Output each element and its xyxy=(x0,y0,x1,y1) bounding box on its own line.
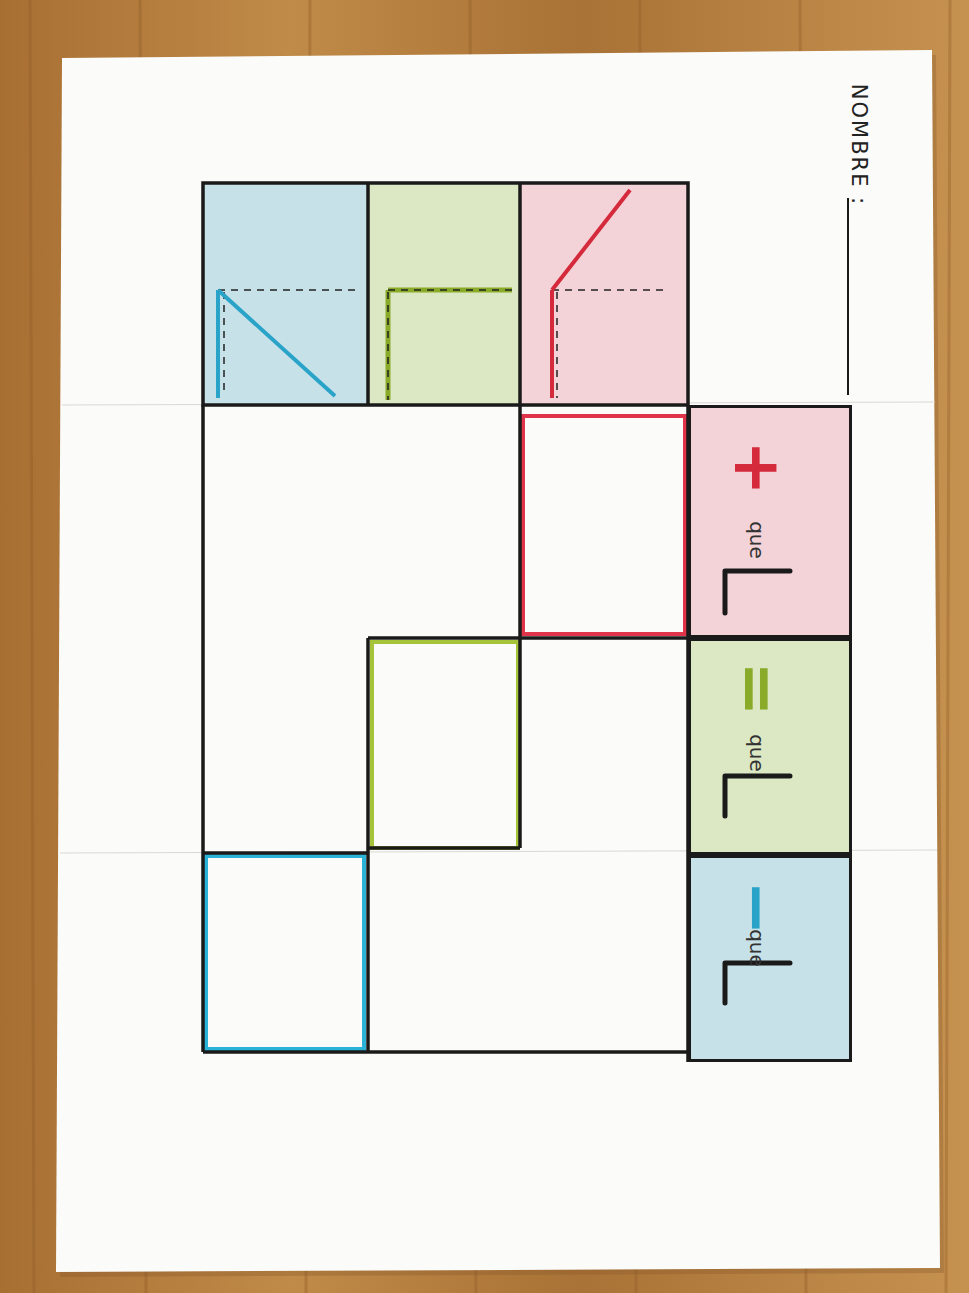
acute-cell xyxy=(203,183,368,405)
angle-rule-cell: −que xyxy=(688,855,852,1062)
acute-box xyxy=(206,856,364,1049)
right-angle-mark xyxy=(725,776,790,816)
wood-grain xyxy=(30,0,950,1293)
comparison-symbol: − xyxy=(724,880,790,935)
acute-angle xyxy=(218,290,360,398)
comparison-symbol: = xyxy=(724,661,790,716)
comparison-word: que xyxy=(747,734,767,772)
grid-line xyxy=(203,183,688,1062)
obtuse-box xyxy=(523,416,685,634)
angle-rule-cell: = que xyxy=(688,638,852,855)
obtuse-angle xyxy=(552,190,665,398)
angle-rule-cell: + que xyxy=(688,405,852,638)
name-field: NOMBRE : xyxy=(848,84,869,206)
right-box xyxy=(372,642,518,848)
comparison-word: que xyxy=(747,929,767,967)
right-angle-mark xyxy=(725,571,790,613)
paper-sheet xyxy=(56,50,940,1272)
right-angle-mark xyxy=(725,963,790,1003)
right-angle-mark xyxy=(688,405,852,638)
name-line xyxy=(847,198,849,395)
right-cell xyxy=(368,183,520,405)
obtuse-cell xyxy=(520,183,688,405)
comparison-word: que xyxy=(747,521,767,559)
comparison-symbol: + xyxy=(724,440,790,495)
right-angle xyxy=(388,290,512,400)
